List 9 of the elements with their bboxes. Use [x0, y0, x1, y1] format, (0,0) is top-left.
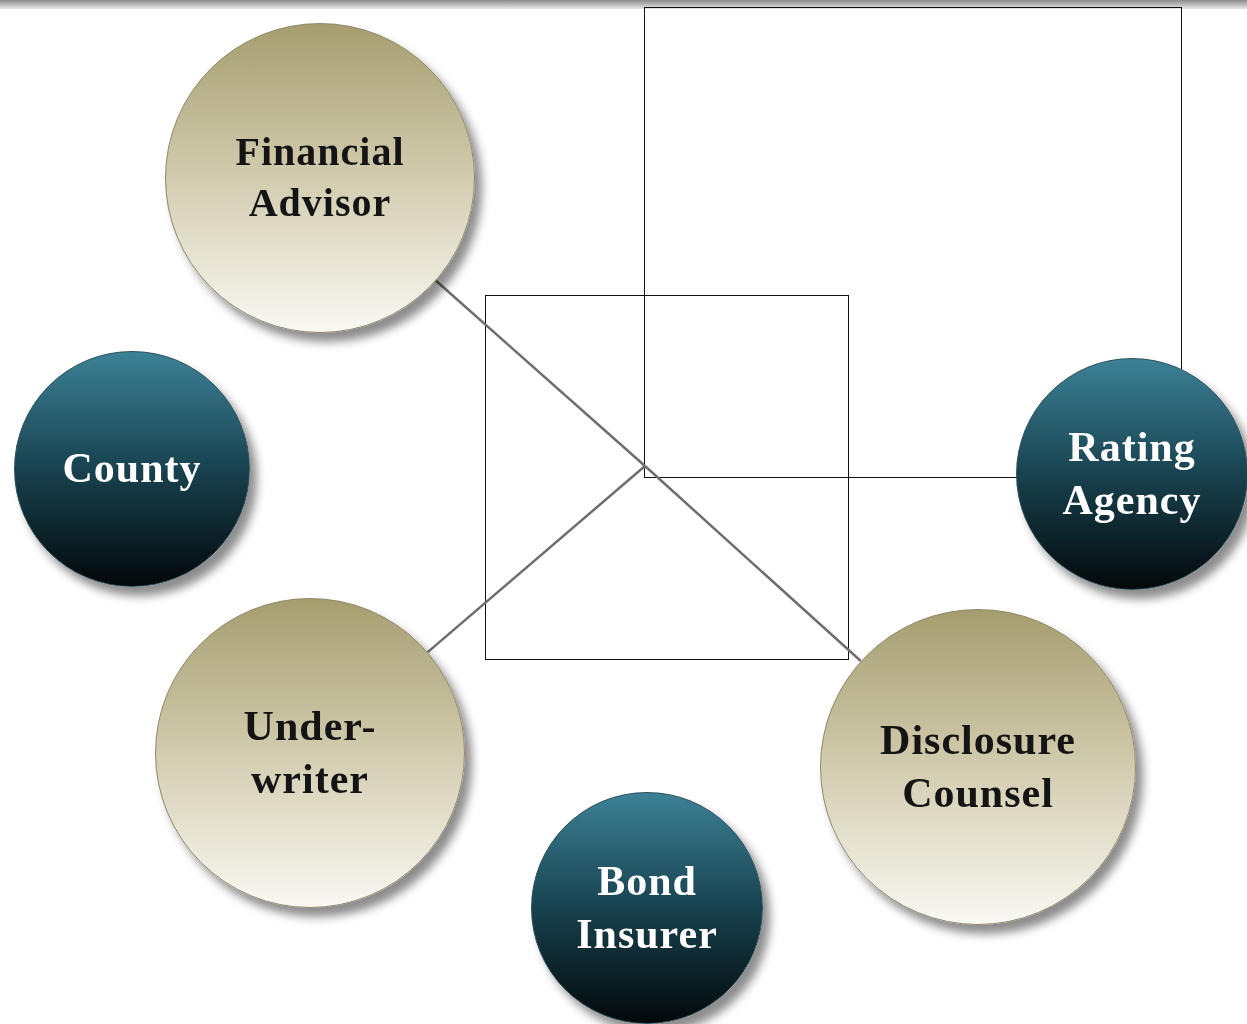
role-label: County [61, 444, 203, 494]
role-label: Bond Insurer [575, 856, 719, 959]
connector-line [644, 465, 862, 662]
role-label: Rating Agency [1061, 422, 1203, 525]
connector-line [426, 465, 646, 654]
role-label: Financial Advisor [234, 128, 406, 227]
role-label: Disclosure Counsel [879, 715, 1077, 818]
connector-line [435, 279, 646, 467]
role-label: Under- writer [242, 701, 378, 804]
